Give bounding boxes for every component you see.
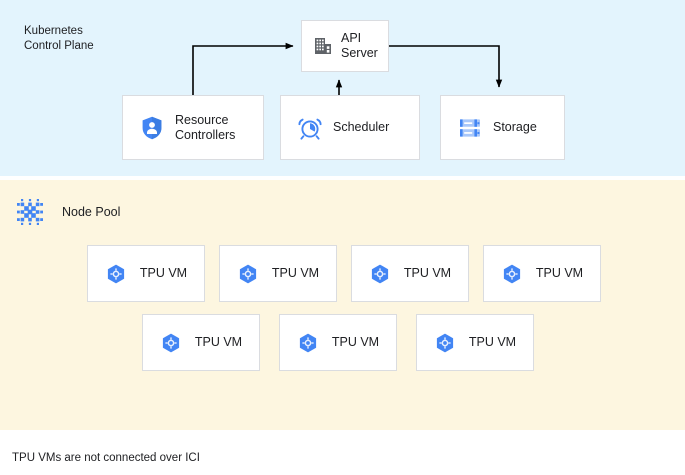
building-icon [312,35,334,57]
hexagon-gear-icon [105,263,127,285]
node-tpu-vm-label: TPU VM [271,266,320,280]
node-api-server[interactable]: API Server [301,20,389,72]
node-tpu-vm[interactable]: TPU VM [279,314,397,371]
node-scheduler-label: Scheduler [333,120,390,134]
server-rack-icon [457,115,483,141]
node-resource-controllers[interactable]: Resource Controllers [122,95,264,160]
node-pool-label: Node Pool [62,205,121,219]
control-plane-title: Kubernetes Control Plane [24,25,94,52]
hexagon-gear-icon [237,263,259,285]
node-pool-header: Node Pool [10,192,120,232]
node-tpu-vm[interactable]: TPU VM [87,245,205,302]
node-scheduler[interactable]: Scheduler [280,95,420,160]
node-tpu-vm-label: TPU VM [194,335,243,349]
node-tpu-vm-label: TPU VM [139,266,188,280]
node-tpu-vm-label: TPU VM [468,335,517,349]
node-tpu-vm-label: TPU VM [403,266,452,280]
node-tpu-vm[interactable]: TPU VM [351,245,469,302]
node-pool-band [0,180,685,430]
node-tpu-vm[interactable]: TPU VM [219,245,337,302]
node-tpu-vm[interactable]: TPU VM [142,314,260,371]
node-tpu-vm[interactable]: TPU VM [416,314,534,371]
tpu-pod-dots-icon [10,192,50,232]
shield-person-icon [139,115,165,141]
node-resource-controllers-label: Resource Controllers [175,112,236,142]
node-storage-label: Storage [493,120,537,134]
alarm-clock-icon [297,115,323,141]
hexagon-gear-icon [297,332,319,354]
node-tpu-vm-label: TPU VM [535,266,584,280]
node-storage[interactable]: Storage [440,95,565,160]
hexagon-gear-icon [434,332,456,354]
node-api-server-label: API Server [341,31,378,60]
hexagon-gear-icon [501,263,523,285]
hexagon-gear-icon [369,263,391,285]
node-tpu-vm[interactable]: TPU VM [483,245,601,302]
hexagon-gear-icon [160,332,182,354]
diagram-caption: TPU VMs are not connected over ICI [12,452,200,464]
node-tpu-vm-label: TPU VM [331,335,380,349]
